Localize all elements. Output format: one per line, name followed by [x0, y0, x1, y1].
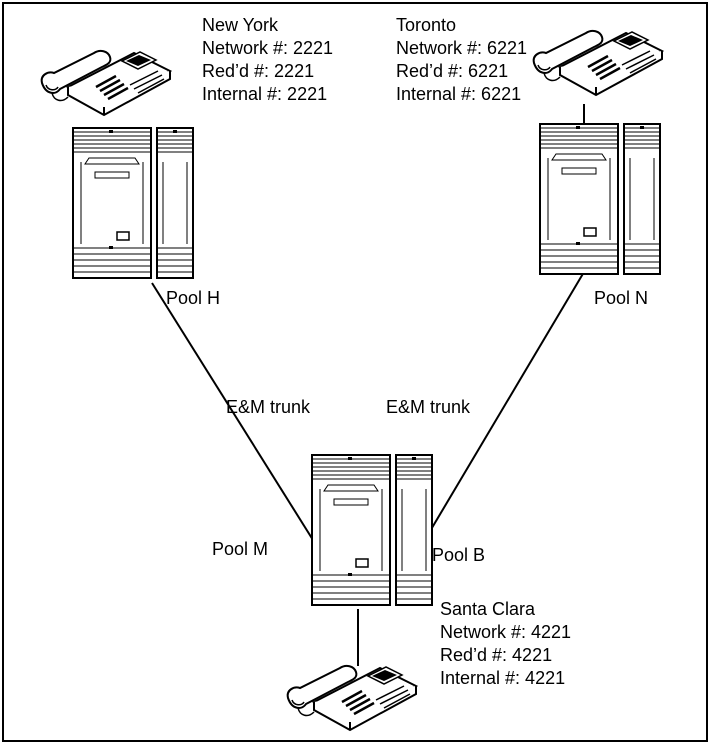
pool-b-label: Pool B — [432, 545, 486, 565]
santa-clara-internal-number: Internal #: 4221 — [440, 668, 566, 688]
trunk-line-ny-santaclara — [151, 282, 319, 549]
santa-clara-telephone — [286, 664, 418, 732]
pool-h-label: Pool H — [166, 288, 221, 308]
new-york-ksu — [72, 127, 194, 279]
toronto-ksu — [539, 123, 661, 275]
new-york-network-number: Network #: 2221 — [202, 38, 334, 58]
pool-n-label: Pool N — [594, 288, 649, 308]
new-york-redirect-number: Red’d #: 2221 — [202, 61, 315, 81]
santa-clara-network-number: Network #: 4221 — [440, 622, 572, 642]
toronto-telephone — [532, 29, 664, 97]
toronto-internal-number: Internal #: 6221 — [396, 84, 522, 104]
toronto-network-number: Network #: 6221 — [396, 38, 528, 58]
trunk-line-toronto-santaclara — [419, 271, 585, 549]
pool-m-label: Pool M — [212, 539, 269, 559]
toronto-redirect-number: Red’d #: 6221 — [396, 61, 509, 81]
new-york-internal-number: Internal #: 2221 — [202, 84, 328, 104]
new-york-telephone — [40, 49, 172, 117]
trunk-label-left: E&M trunk — [226, 397, 311, 417]
new-york-site-name: New York — [202, 15, 279, 35]
santa-clara-site-name: Santa Clara — [440, 599, 536, 619]
trunk-label-right: E&M trunk — [386, 397, 471, 417]
toronto-site-name: Toronto — [396, 15, 457, 35]
santa-clara-redirect-number: Red’d #: 4221 — [440, 645, 553, 665]
santa-clara-ksu — [311, 454, 433, 606]
